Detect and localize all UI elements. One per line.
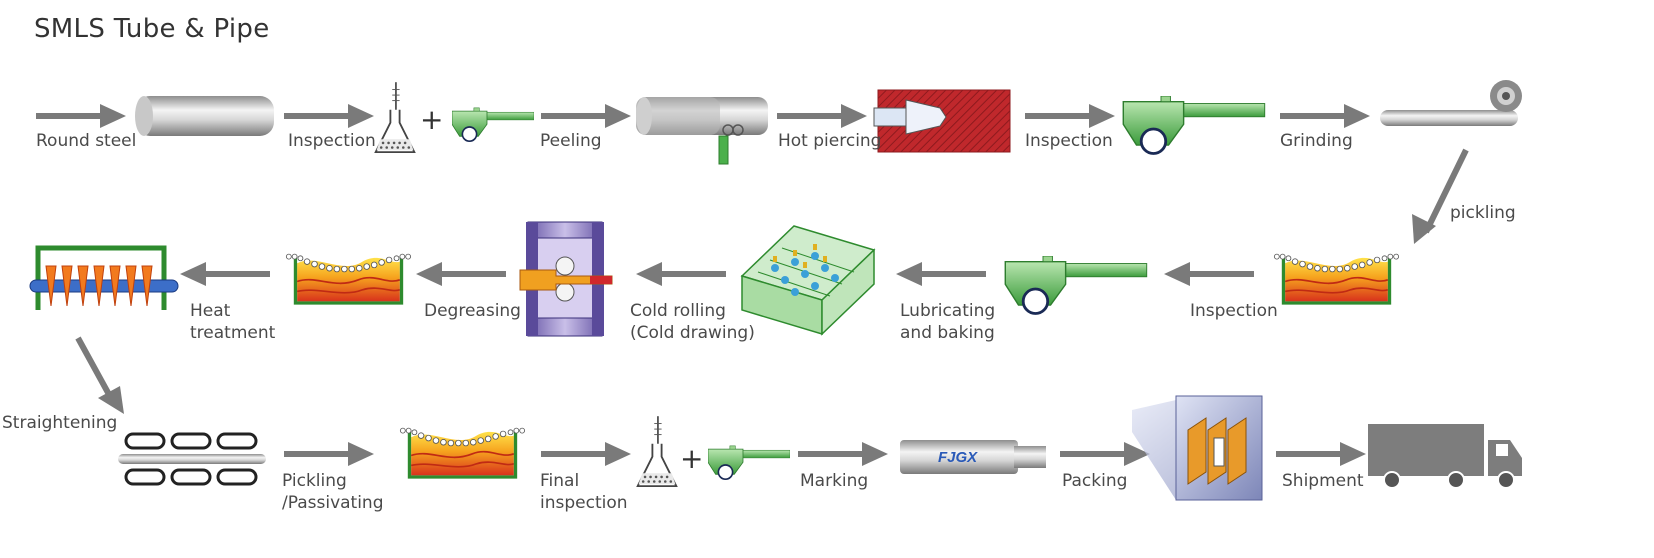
fjgx-logo: FJGX <box>938 449 978 466</box>
heat-treatment-furnace <box>29 245 179 310</box>
arrow-6 <box>1280 104 1370 128</box>
label-cold-rolling: Cold rolling(Cold drawing) <box>630 301 755 343</box>
label-hot-piercing: Hot piercing <box>778 131 882 151</box>
arrow-11 <box>180 262 270 286</box>
degreasing-bath <box>286 254 410 303</box>
arrow-16 <box>1276 442 1366 466</box>
arrow-5 <box>1025 104 1115 128</box>
straightening-rollers <box>118 432 266 486</box>
arrow-14 <box>798 442 888 466</box>
gauge-icon-2 <box>1122 96 1266 155</box>
arrow-1 <box>36 104 126 128</box>
gauge-icon-1 <box>452 106 534 143</box>
round-steel-bar <box>135 96 274 136</box>
arrow-diagonal-2 <box>75 336 124 414</box>
flask-icon-2 <box>636 415 678 488</box>
label-inspection-1: Inspection <box>288 131 376 151</box>
flask-icon <box>374 81 416 154</box>
label-straightening: Straightening <box>2 413 118 433</box>
arrow-13 <box>541 442 631 466</box>
arrow-diagonal-1 <box>1412 148 1469 244</box>
lubricating-box <box>740 225 876 336</box>
label-inspection-2: Inspection <box>1025 131 1113 151</box>
peeling-machine <box>636 97 768 165</box>
arrow-10 <box>416 262 506 286</box>
arrow-9 <box>636 262 726 286</box>
arrow-4 <box>777 104 867 128</box>
gauge-icon-4 <box>708 444 790 481</box>
arrow-12 <box>284 442 374 466</box>
label-peeling: Peeling <box>540 131 602 151</box>
pickling-bath-1 <box>1274 254 1398 303</box>
label-pickling-passivating: Pickling/Passivating <box>282 471 384 513</box>
plus-sign-2: + <box>680 442 703 475</box>
label-packing: Packing <box>1062 471 1128 491</box>
arrow-8 <box>896 262 986 286</box>
arrow-2 <box>284 104 374 128</box>
label-degreasing: Degreasing <box>424 301 521 321</box>
plus-sign-1: + <box>420 103 443 136</box>
gauge-icon-3 <box>1003 256 1149 315</box>
pickling-bath-2 <box>400 428 524 477</box>
label-shipment: Shipment <box>1282 471 1364 491</box>
marked-pipe <box>900 440 1046 474</box>
truck-icon <box>1368 424 1522 489</box>
cold-rolling-mill <box>519 221 613 337</box>
label-pickling: pickling <box>1450 203 1516 223</box>
hot-piercing-furnace <box>873 89 1011 153</box>
grinding-machine <box>1380 80 1522 126</box>
packing-bundle <box>1132 395 1263 501</box>
label-round-steel: Round steel <box>36 131 137 151</box>
label-marking: Marking <box>800 471 869 491</box>
arrow-3 <box>541 104 631 128</box>
arrow-15 <box>1060 442 1150 466</box>
label-inspection-3: Inspection <box>1190 301 1278 321</box>
diagram-title: SMLS Tube & Pipe <box>34 14 270 44</box>
arrow-7 <box>1164 262 1254 286</box>
label-grinding: Grinding <box>1280 131 1353 151</box>
